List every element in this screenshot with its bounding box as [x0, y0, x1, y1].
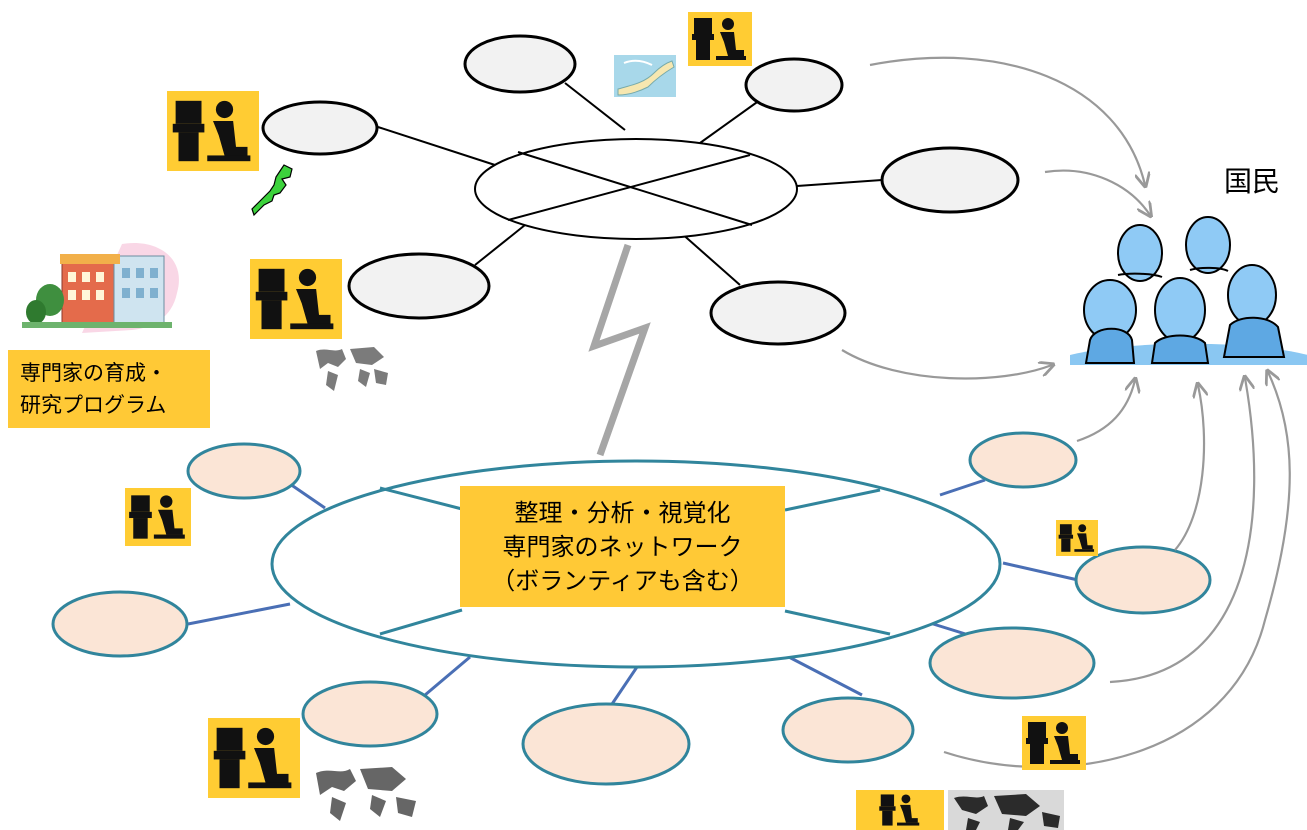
center-label-line3: （ボランティアも含む） [491, 566, 754, 595]
center-label-line2: 専門家のネットワーク [502, 532, 743, 561]
arrow [1076, 380, 1135, 443]
top-node [347, 252, 491, 320]
world-puzzle-map-icon [316, 347, 388, 391]
top-node [463, 34, 577, 94]
world-map-icon [948, 790, 1064, 830]
center-label-line1: 整理・分析・視覚化 [514, 498, 731, 527]
building-icon [22, 242, 179, 333]
people-group-icon [1070, 216, 1307, 365]
bottom-node [1074, 545, 1212, 615]
worker-at-computer-icon [1056, 520, 1098, 556]
training-label-line2: 研究プログラム [20, 393, 167, 417]
worker-at-computer-icon [1022, 716, 1086, 770]
top-network-spokes [377, 82, 883, 286]
worker-at-computer-icon [167, 91, 259, 171]
top-node [709, 280, 847, 346]
bottom-node [51, 590, 189, 658]
worker-at-computer-icon [688, 12, 752, 66]
bottom-hub-chords [379, 486, 891, 636]
worker-at-computer-icon [125, 488, 191, 546]
top-node [744, 57, 844, 113]
bottom-node [928, 626, 1096, 700]
top-node [261, 100, 379, 156]
bottom-node [521, 702, 691, 786]
bottom-node [968, 431, 1078, 489]
world-puzzle-map-icon [316, 767, 416, 821]
arrow [1044, 169, 1150, 215]
citizen-label: 国民 [1224, 165, 1281, 198]
training-program-label: 専門家の育成・ 研究プログラム [8, 350, 210, 428]
training-label-line1: 専門家の育成・ [20, 361, 167, 385]
japan-green-map-icon [251, 164, 293, 217]
top-node [880, 146, 1020, 214]
japan-map-icon [614, 55, 676, 97]
worker-at-computer-icon [250, 259, 342, 339]
bottom-node [301, 680, 439, 748]
bottom-node [186, 442, 302, 500]
lightning-connector [588, 243, 651, 457]
bottom-nodes [51, 431, 1212, 786]
bottom-node [781, 696, 915, 764]
worker-at-computer-icon [208, 718, 300, 798]
worker-at-computer-icon [856, 790, 944, 830]
arrow [1174, 385, 1204, 551]
arrow [869, 56, 1145, 185]
expert-network-label: 整理・分析・視覚化 専門家のネットワーク （ボランティアも含む） [460, 486, 785, 607]
arrow [1109, 378, 1256, 684]
arrow [841, 349, 1052, 380]
top-nodes [261, 34, 1020, 346]
